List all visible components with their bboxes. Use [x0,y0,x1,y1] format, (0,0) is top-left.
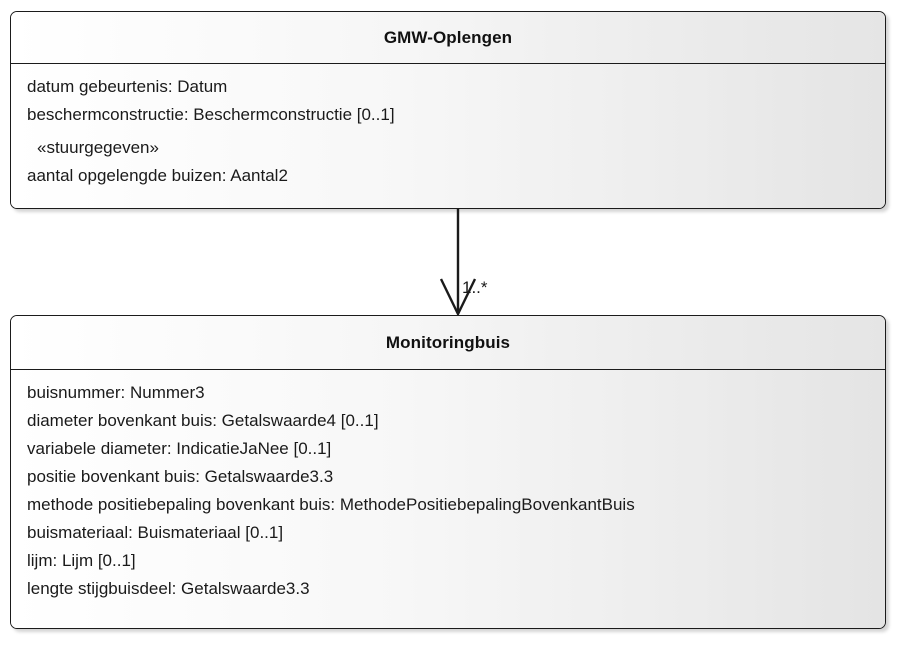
attribute-stereotype: «stuurgegeven» [37,138,159,157]
attribute-row: lengte stijgbuisdeel: Getalswaarde3.3 [27,579,310,598]
class-box-gmw-oplengen[interactable]: GMW-Oplengen datum gebeurtenis: Datum be… [10,11,886,209]
attribute-row: positie bovenkant buis: Getalswaarde3.3 [27,467,334,486]
class-box-monitoringbuis[interactable]: Monitoringbuis buisnummer: Nummer3 diame… [10,315,886,629]
attribute-row: buismateriaal: Buismateriaal [0..1] [27,523,284,542]
attribute-row: aantal opgelengde buizen: Aantal2 [27,166,288,185]
class-header-monitoringbuis: Monitoringbuis [11,316,885,370]
attribute-row: diameter bovenkant buis: Getalswaarde4 [… [27,411,379,430]
multiplicity-label-target: 1..* [462,278,488,297]
attribute-row: variabele diameter: IndicatieJaNee [0..1… [27,439,332,458]
class-title-monitoringbuis: Monitoringbuis [385,332,511,352]
attribute-row: buisnummer: Nummer3 [27,383,205,402]
attribute-row: datum gebeurtenis: Datum [27,77,228,96]
attribute-row: lijm: Lijm [0..1] [27,551,136,570]
class-attributes-gmw-oplengen: datum gebeurtenis: Datum beschermconstru… [11,64,885,208]
attribute-row: methode positiebepaling bovenkant buis: … [27,495,635,514]
class-title-gmw-oplengen: GMW-Oplengen [383,27,513,47]
class-attributes-monitoringbuis: buisnummer: Nummer3 diameter bovenkant b… [11,370,885,628]
class-header-gmw-oplengen: GMW-Oplengen [11,12,885,64]
attribute-row: beschermconstructie: Beschermconstructie… [27,105,395,124]
